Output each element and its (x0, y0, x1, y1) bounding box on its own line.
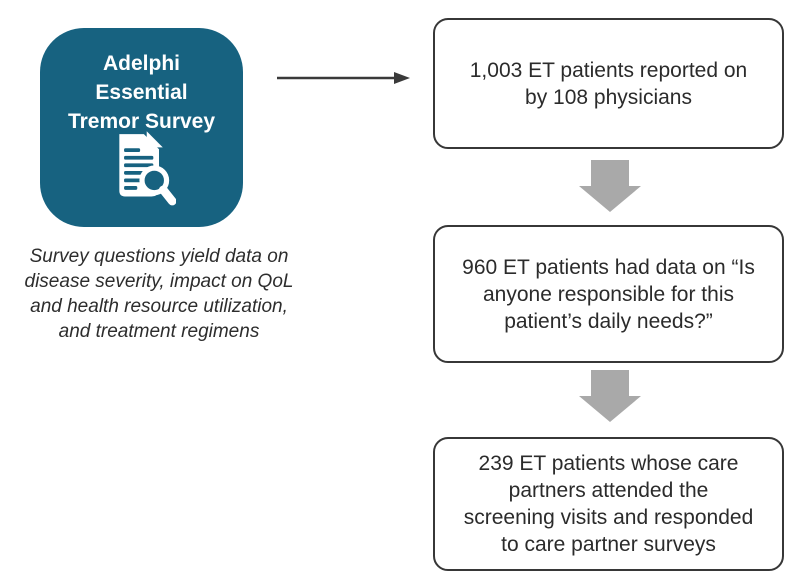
flow-box-text-line: patient’s daily needs?” (504, 309, 713, 333)
survey-caption-line: disease severity, impact on QoL (24, 271, 294, 292)
flow-box-text: 239 ET patients whose care partners atte… (435, 450, 782, 558)
down-arrow (579, 370, 641, 422)
down-arrow (579, 160, 641, 212)
flow-box-text-line: by 108 physicians (525, 85, 692, 109)
right-arrow (277, 72, 410, 84)
survey-caption-line: Survey questions yield data on (29, 246, 289, 267)
survey-card-title-line: Tremor Survey (67, 110, 216, 133)
document-search-icon (119, 131, 176, 206)
flow-box-care-partner-surveys: 239 ET patients whose care partners atte… (433, 437, 784, 571)
flow-box-text-line: screening visits and responded (463, 506, 754, 529)
survey-caption: Survey questions yield data on disease s… (0, 244, 318, 344)
survey-card-title-line: Adelphi (103, 52, 180, 75)
flow-box-text-line: anyone responsible for this (483, 282, 734, 306)
flow-box-text-line: to care partner surveys (501, 533, 716, 556)
flow-box-text: 1,003 ET patients reported on by 108 phy… (435, 57, 782, 111)
flow-box-text-line: 239 ET patients whose care (478, 452, 739, 475)
flow-box-text-line: partners attended the (508, 479, 709, 502)
survey-card: Adelphi Essential Tremor Survey (40, 28, 243, 227)
survey-card-title: Adelphi Essential Tremor Survey (40, 49, 243, 136)
flow-box-daily-needs-data: 960 ET patients had data on “Is anyone r… (433, 225, 784, 363)
survey-caption-line: and treatment regimens (58, 321, 260, 342)
flow-box-patients-reported: 1,003 ET patients reported on by 108 phy… (433, 18, 784, 149)
survey-caption-line: and health resource utilization, (30, 296, 288, 317)
flow-box-text: 960 ET patients had data on “Is anyone r… (435, 254, 782, 335)
flow-box-text-line: 960 ET patients had data on “Is (462, 255, 755, 279)
survey-card-title-line: Essential (95, 81, 188, 104)
flow-box-text-line: 1,003 ET patients reported on (469, 58, 748, 82)
